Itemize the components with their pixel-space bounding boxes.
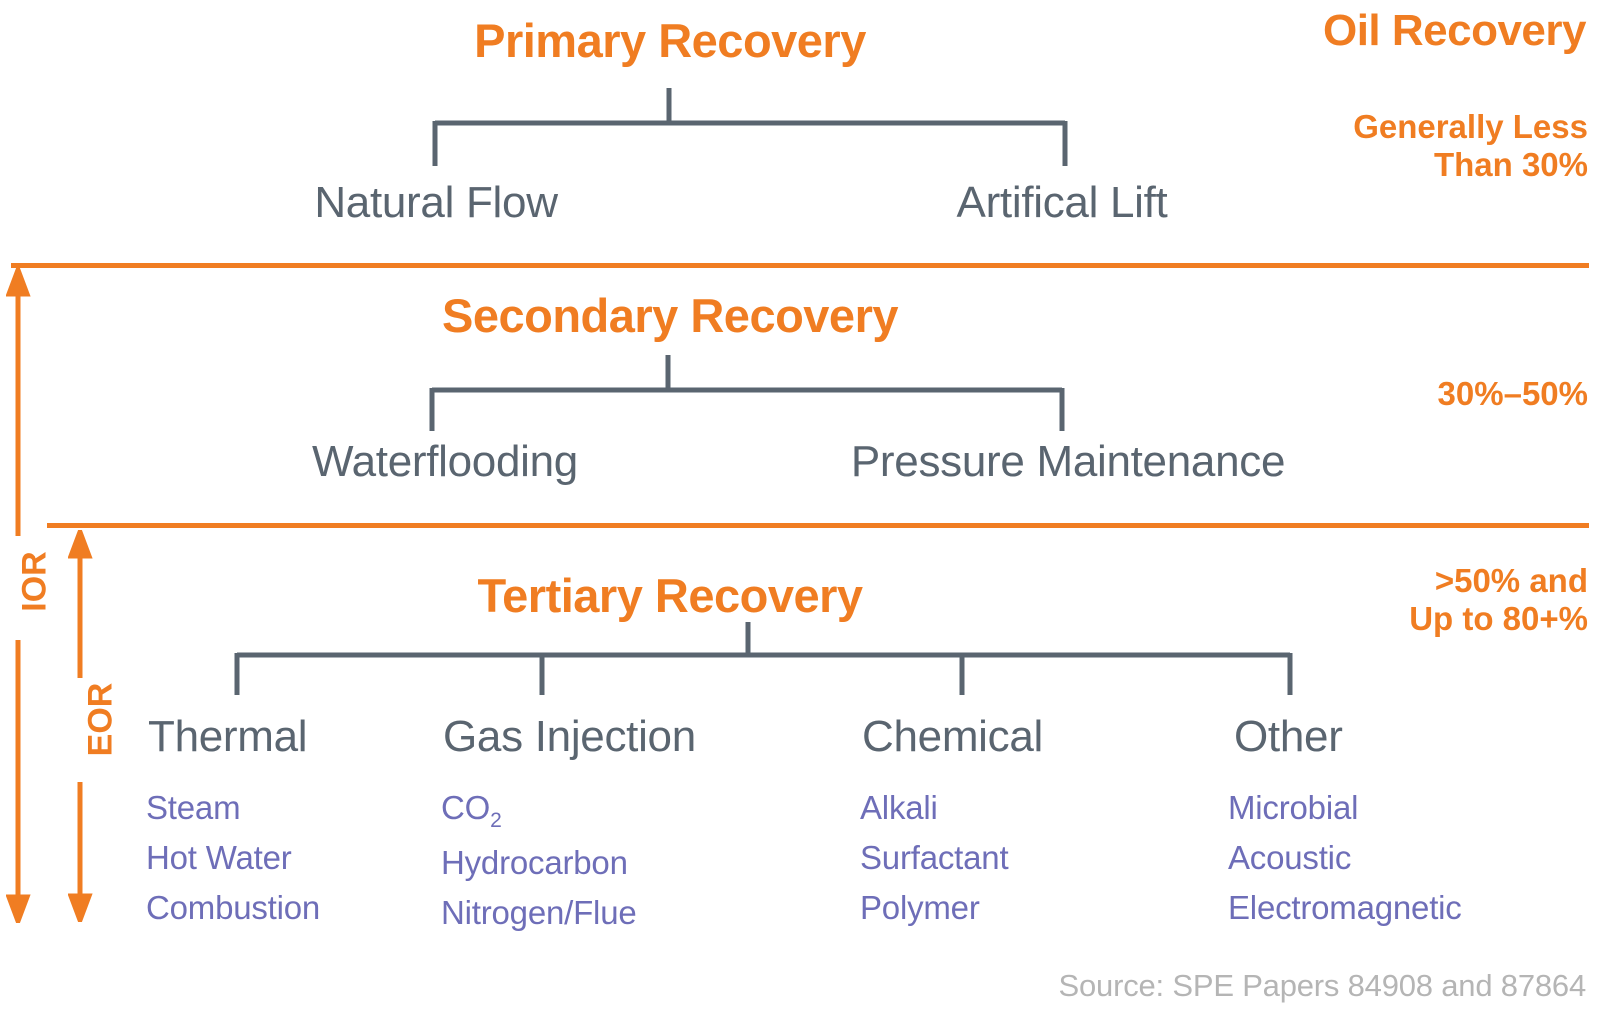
- subitem-hydrocarbon: Hydrocarbon: [441, 844, 628, 881]
- subitems-thermal: Steam Hot Water Combustion: [146, 783, 320, 933]
- subitem-alkali: Alkali: [860, 789, 938, 826]
- recovery-range-tertiary: >50% and Up to 80+%: [1409, 562, 1588, 639]
- subitem-combustion: Combustion: [146, 889, 321, 926]
- divider-primary-secondary: [11, 263, 1589, 268]
- subitem-co2: CO2: [441, 783, 637, 838]
- recovery-range-primary: Generally Less Than 30%: [1353, 108, 1588, 185]
- axis-eor: [68, 530, 94, 922]
- subitem-co2-text: CO: [441, 789, 491, 826]
- recovery-range-secondary: 30%–50%: [1437, 375, 1588, 412]
- recovery-range-tertiary-line2: Up to 80+%: [1409, 600, 1588, 638]
- subitem-polymer: Polymer: [860, 889, 980, 926]
- source-note: Source: SPE Papers 84908 and 87864: [1058, 968, 1587, 1003]
- subitem-microbial: Microbial: [1228, 789, 1359, 826]
- subitem-electromagnetic: Electromagnetic: [1228, 889, 1462, 926]
- tier-title-tertiary: Tertiary Recovery: [477, 569, 863, 622]
- subitems-other: Microbial Acoustic Electromagnetic: [1228, 783, 1462, 933]
- axis-label-ior: IOR: [15, 551, 54, 612]
- axis-label-eor: EOR: [81, 682, 120, 757]
- node-artifical-lift: Artifical Lift: [956, 178, 1168, 227]
- tier-title-primary: Primary Recovery: [474, 14, 866, 67]
- node-thermal: Thermal: [148, 712, 308, 761]
- node-chemical: Chemical: [862, 712, 1043, 761]
- node-waterflooding: Waterflooding: [312, 437, 578, 486]
- subitem-acoustic: Acoustic: [1228, 839, 1352, 876]
- bracket-secondary: [417, 355, 1077, 433]
- subitem-steam: Steam: [146, 789, 241, 826]
- node-pressure-maintenance: Pressure Maintenance: [850, 437, 1286, 486]
- node-other: Other: [1234, 712, 1343, 761]
- subitem-surfactant: Surfactant: [860, 839, 1009, 876]
- recovery-range-primary-line2: Than 30%: [1433, 146, 1588, 184]
- diagram-title: Oil Recovery: [1322, 6, 1587, 55]
- subitems-chemical: Alkali Surfactant Polymer: [860, 783, 1009, 933]
- node-gas-injection: Gas Injection: [443, 712, 696, 761]
- subitem-nitrogen-flue: Nitrogen/Flue: [441, 894, 637, 931]
- subitem-co2-subscript: 2: [490, 809, 502, 832]
- recovery-range-tertiary-line1: >50% and: [1434, 562, 1588, 599]
- subitem-hot-water: Hot Water: [146, 839, 292, 876]
- recovery-range-primary-line1: Generally Less: [1353, 108, 1588, 145]
- axis-ior: [6, 268, 32, 923]
- subitems-gas-injection: CO2 Hydrocarbon Nitrogen/Flue: [441, 783, 637, 938]
- node-natural-flow: Natural Flow: [314, 178, 558, 227]
- divider-secondary-tertiary: [47, 523, 1589, 528]
- bracket-tertiary: [222, 622, 1312, 697]
- bracket-primary: [420, 88, 1080, 168]
- tier-title-secondary: Secondary Recovery: [441, 289, 899, 342]
